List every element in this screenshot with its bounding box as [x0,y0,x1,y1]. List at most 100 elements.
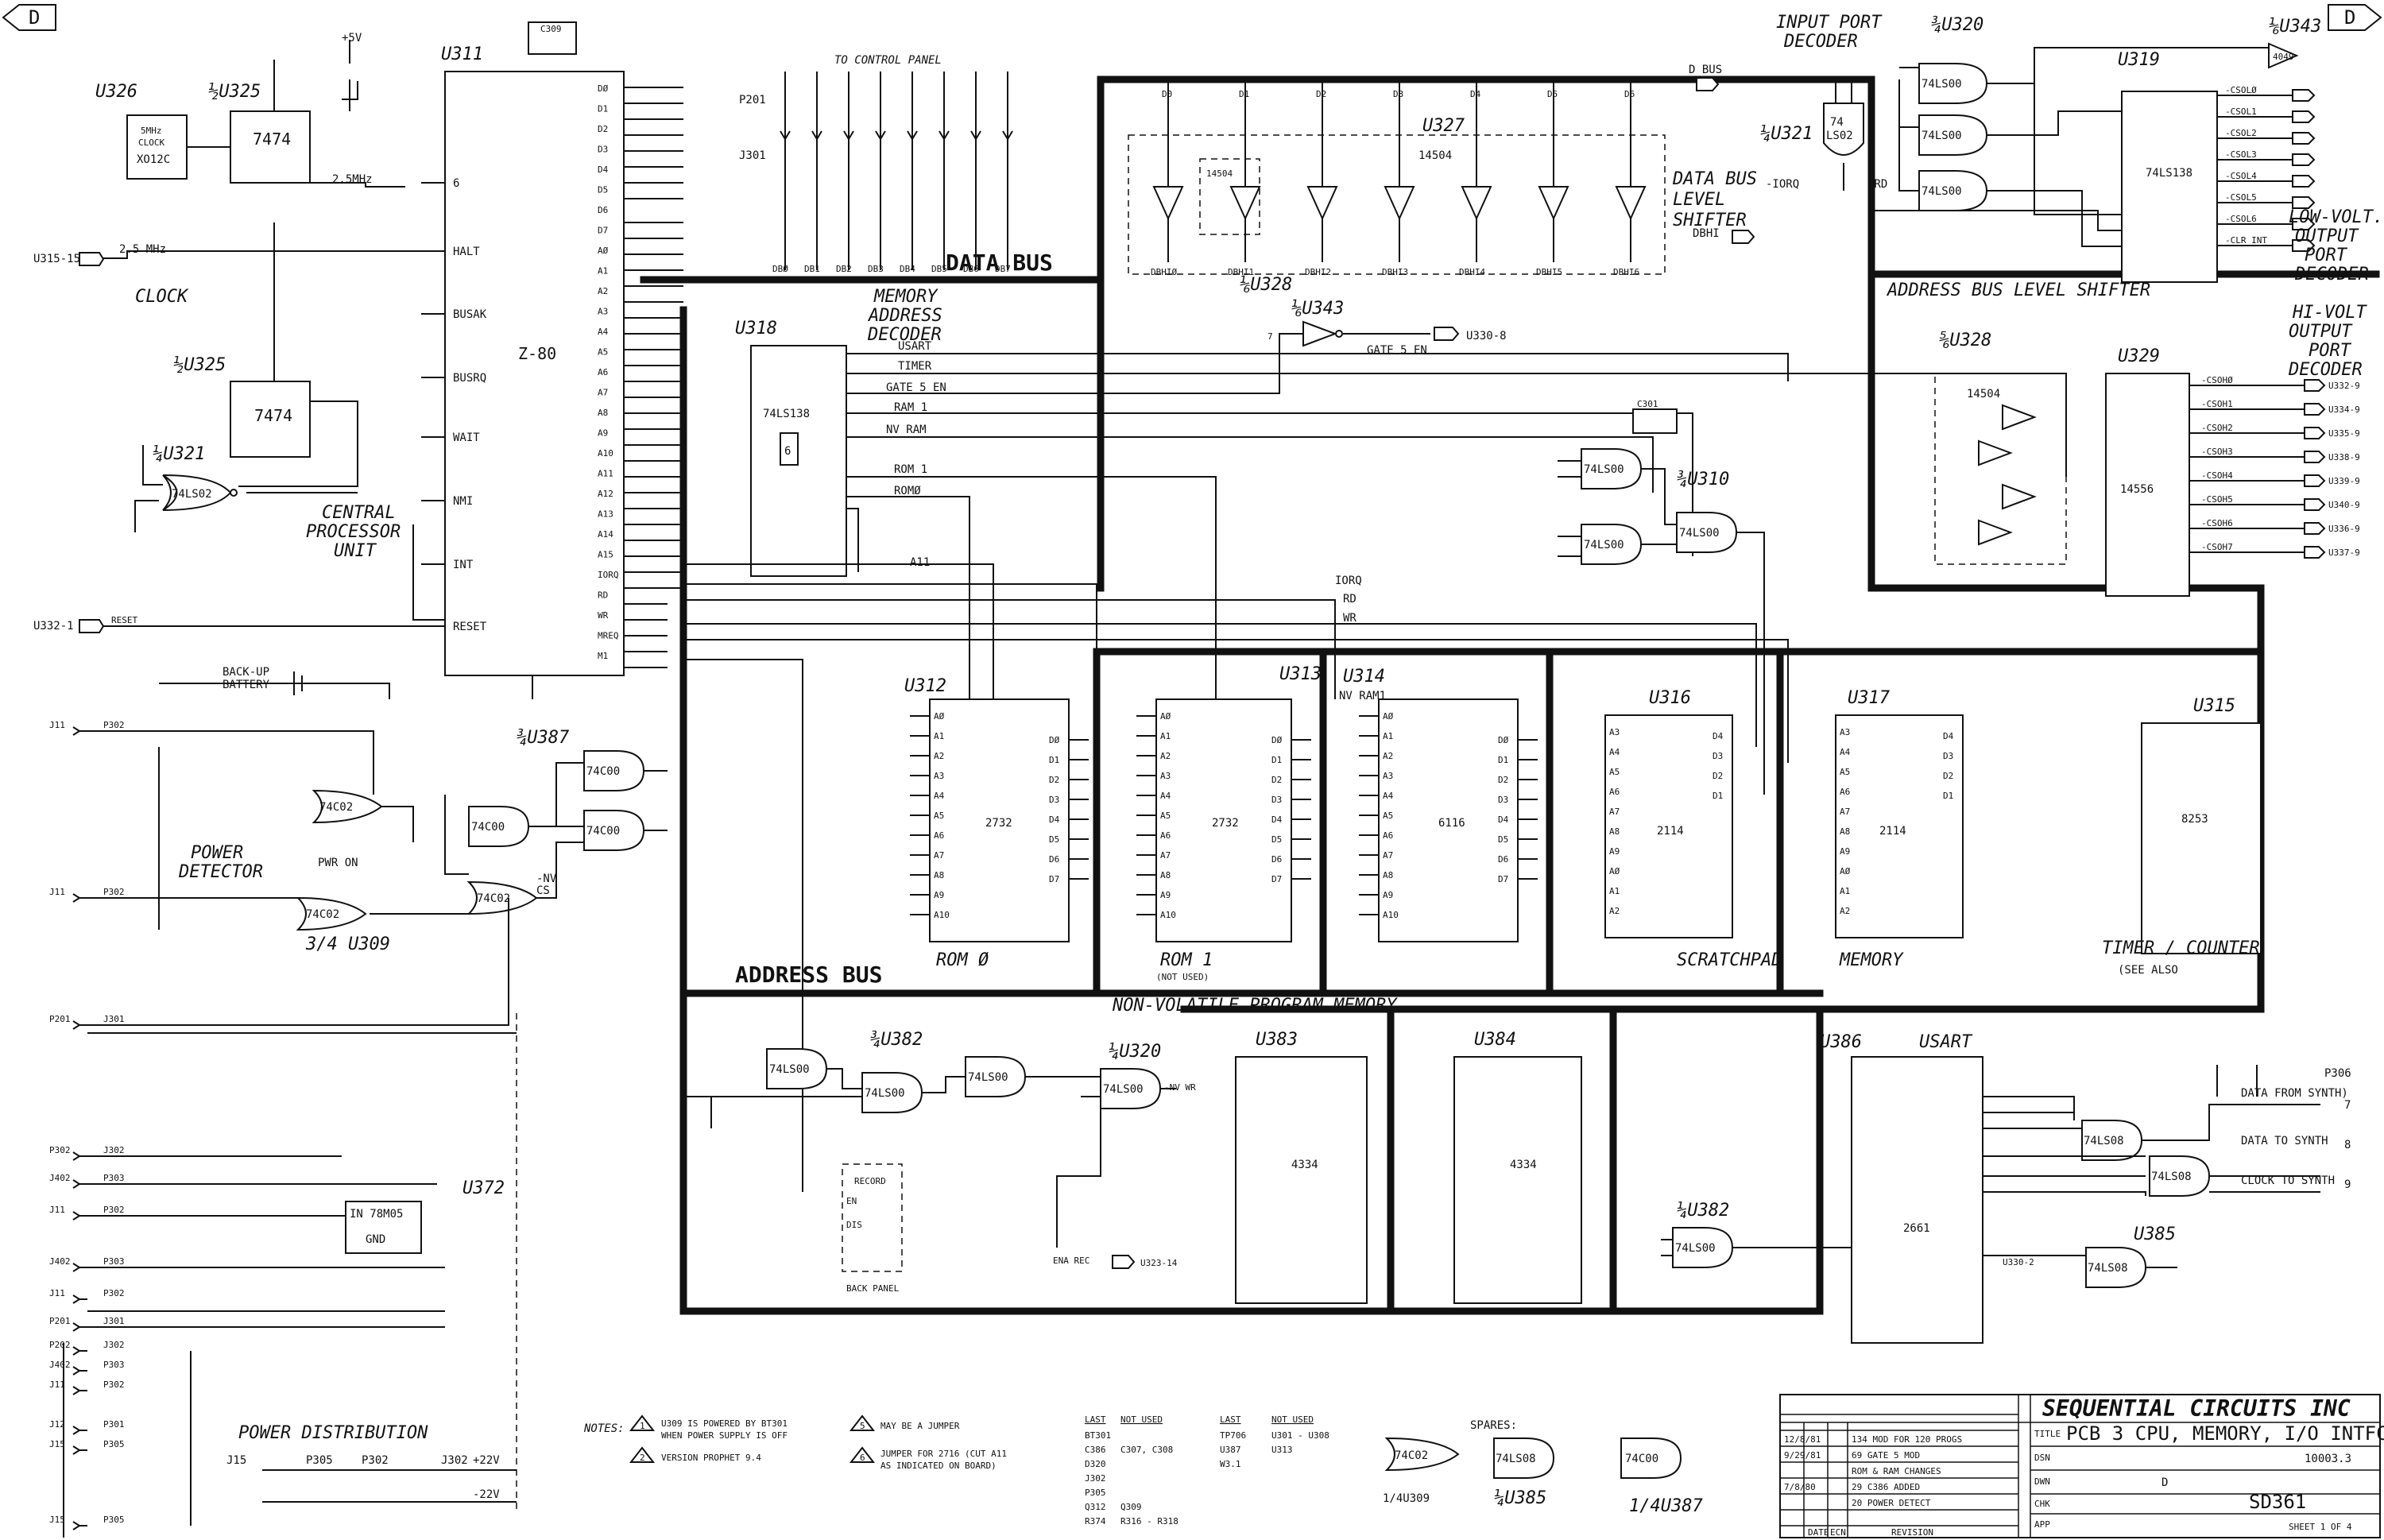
offpage-u323-14: U323-14 [1112,1255,1178,1269]
svg-text:D: D [2344,6,2355,29]
z80-pin-right: A6 [598,367,608,377]
cpu-wiring [103,87,683,699]
svg-text:¾U382: ¾U382 [870,1030,923,1050]
svg-text:6: 6 [860,1453,865,1463]
svg-text:8: 8 [2344,1139,2351,1151]
z80-pin-right: IORQ [598,570,619,580]
input-decoder-label: INPUT PORT DECODER [1776,13,1883,52]
svg-text:D1: D1 [1498,755,1508,765]
dbhi-label: DBHI3 [1382,267,1408,277]
svg-text:9: 9 [2344,1178,2351,1191]
low-volt-signal: -CSOL6 [2225,214,2257,224]
nvram-u383: U383 4334 [1235,1030,1368,1304]
last-used-cell: P305 [1085,1488,1106,1498]
svg-text:D4: D4 [1498,814,1509,825]
record-switch: RECORD BACK PANEL EN DIS [842,1163,903,1294]
svg-text:J15: J15 [49,1515,65,1525]
svg-text:A9: A9 [1383,890,1393,900]
svg-text:P302: P302 [103,1205,125,1215]
data-line-label: DB3 [868,264,884,274]
svg-text:74LS02: 74LS02 [172,488,212,501]
svg-text:OUTPUT: OUTPUT [2289,322,2353,342]
power-distribution-label: POWER DISTRIBUTION [238,1423,428,1443]
z80-pin-right: D7 [598,226,608,236]
last-used-cell: C307, C308 [1120,1445,1173,1455]
svg-text:D2: D2 [1316,89,1326,99]
revision-text: 20 POWER DETECT [1852,1498,1931,1508]
svg-text:74C00: 74C00 [1625,1453,1658,1465]
svg-text:DATA BUS: DATA BUS [1672,169,1757,189]
svg-text:¾U387: ¾U387 [517,728,570,748]
svg-text:A5: A5 [1609,767,1620,777]
svg-text:U315: U315 [2193,696,2235,716]
svg-text:P305: P305 [103,1439,125,1449]
svg-text:A8: A8 [1609,826,1620,837]
svg-text:7474: 7474 [254,406,292,425]
svg-text:A5: A5 [1383,811,1393,821]
svg-text:PCB 3 CPU, MEMORY, I/O INTFC: PCB 3 CPU, MEMORY, I/O INTFC [2066,1422,2384,1445]
svg-text:IN 78M05: IN 78M05 [350,1208,403,1221]
nor-u309-c: 74C02 [312,789,383,824]
z80-pin-right: D4 [598,164,609,175]
usart-u386: U386 USART 2661 [1820,1032,1983,1344]
dbhi-label: DBHI4 [1459,267,1485,277]
svg-text:P306: P306 [2324,1067,2351,1080]
hi-volt-dest: U336-9 [2328,524,2360,534]
svg-text:74LS08: 74LS08 [2151,1170,2192,1183]
svg-text:LS02: LS02 [1826,130,1853,142]
svg-text:J302: J302 [103,1340,125,1350]
svg-text:J11: J11 [49,1379,65,1390]
svg-text:A6: A6 [1609,787,1620,797]
svg-text:A6: A6 [1383,830,1393,841]
to-control-panel-label: TO CONTROL PANEL [834,54,942,67]
svg-text:J402: J402 [49,1173,71,1183]
svg-text:5: 5 [860,1421,865,1431]
z80-pin-right: D1 [598,104,608,114]
svg-text:A5: A5 [934,811,944,821]
z80-pin-right: RD [598,590,608,601]
svg-text:¼U321: ¼U321 [1760,124,1813,144]
nand-u382-a: 74LS00 [766,1048,828,1089]
revision-date: 9/29/81 [1784,1450,1821,1461]
svg-text:A1: A1 [934,731,944,741]
svg-text:A6: A6 [934,830,944,841]
corner-mark-left: D [2,4,56,31]
svg-text:J11: J11 [49,720,65,730]
svg-text:(NOT USED): (NOT USED) [1156,972,1209,982]
buffer-u343: ⅙U343 GATE 5 EN 7 [1267,299,1430,357]
svg-text:MEMORY: MEMORY [873,287,939,307]
dbhi-label: DBHI5 [1536,267,1562,277]
power-dist-connectors: J15 P305 P302 J302 +22V -22V [226,1454,517,1503]
z80-pin-right: A2 [598,286,608,296]
nand-u320-2: 74LS00 [1918,114,1988,156]
svg-text:U311: U311 [441,44,483,64]
svg-text:D5: D5 [1271,834,1282,845]
svg-text:U314: U314 [1343,667,1385,687]
svg-text:J15: J15 [49,1439,65,1449]
svg-text:2114: 2114 [1657,825,1684,838]
svg-text:HI-VOLT: HI-VOLT [2292,303,2367,323]
svg-text:D5: D5 [1498,834,1508,845]
svg-text:D6: D6 [1271,854,1282,865]
svg-text:JUMPER FOR 2716 (CUT A11: JUMPER FOR 2716 (CUT A11 [880,1449,1007,1459]
svg-text:74LS00: 74LS00 [769,1063,810,1076]
svg-text:74C00: 74C00 [586,825,620,838]
svg-text:D1: D1 [1271,755,1282,765]
address-shifter-label: ADDRESS BUS LEVEL SHIFTER [1886,281,2150,300]
d-bus-tag: D BUS [1689,64,1722,76]
clock-wiring [87,40,477,532]
svg-text:A3: A3 [1840,727,1850,737]
ena-rec-label: ENA REC [1053,1256,1089,1266]
svg-text:2114: 2114 [1879,825,1906,838]
svg-text:74LS138: 74LS138 [2146,167,2192,180]
cap-c301-label: C301 [1637,399,1658,409]
input-decoder-wiring [1871,47,2269,247]
clk-25mhz-b: 2.5MHz [332,173,373,186]
svg-text:2732: 2732 [1212,817,1239,830]
svg-text:D: D [2161,1476,2168,1489]
nand-u387-c: 74C00 [468,806,530,847]
gate-u321-left: ¼U321 74LS02 [153,444,238,511]
svg-text:D3: D3 [1498,795,1508,805]
svg-text:A3: A3 [1383,771,1393,781]
nand-u382-b: 74LS00 ¾U382 [861,1030,923,1113]
